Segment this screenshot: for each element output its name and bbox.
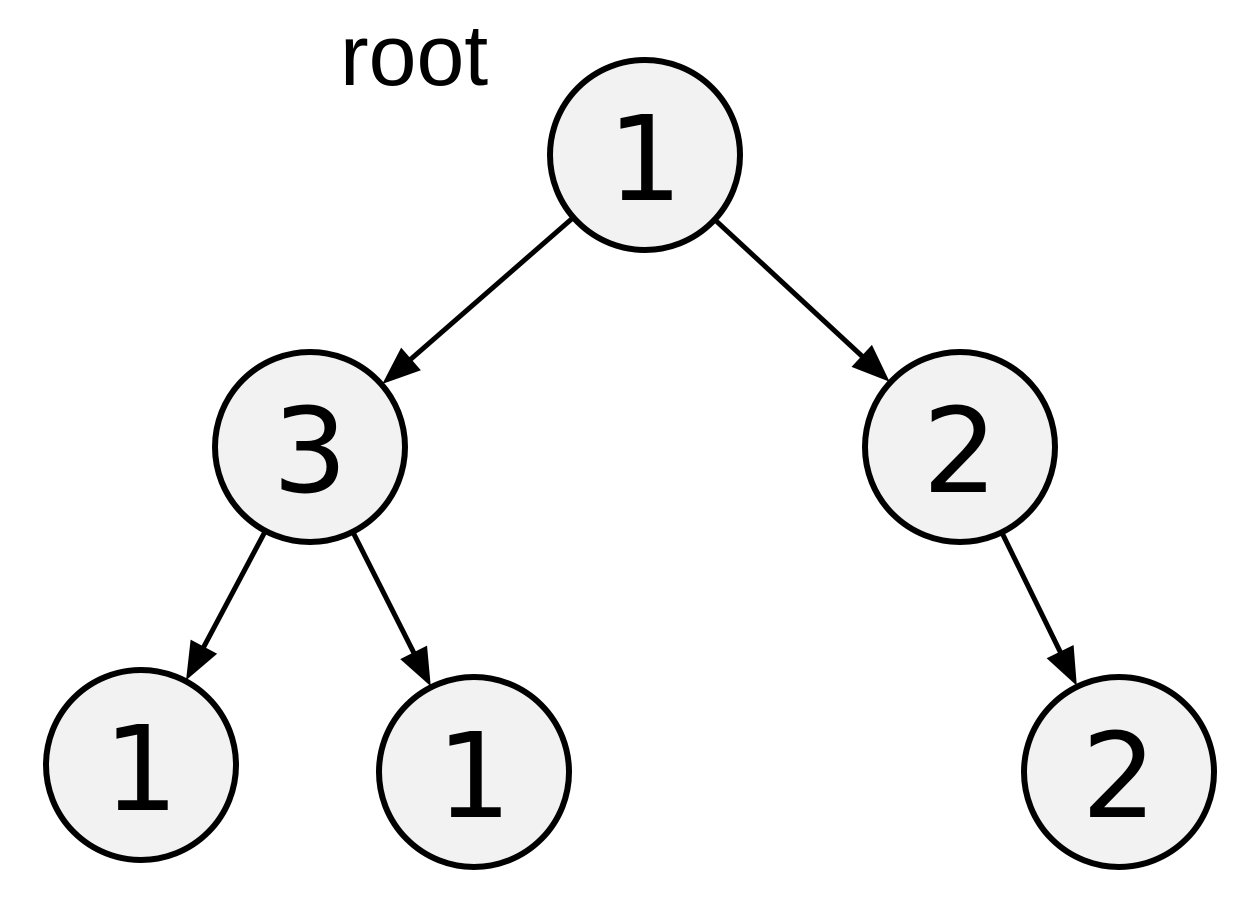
tree-node-n0: 1 [547, 57, 743, 253]
node-circle [1021, 674, 1217, 870]
node-value: 3 [272, 382, 347, 520]
edge-line [406, 216, 574, 364]
node-circle [376, 674, 572, 870]
tree-node-n4: 1 [376, 674, 572, 870]
edge-line [199, 531, 267, 652]
arrowhead [382, 347, 421, 384]
arrowhead [851, 344, 890, 382]
arrowhead [1046, 645, 1077, 686]
node-circle [212, 349, 408, 545]
edges-layer [186, 216, 1077, 687]
nodes-layer: 1 3 2 1 1 2 [43, 57, 1217, 870]
node-circle [862, 349, 1058, 545]
node-value: 1 [436, 707, 511, 845]
edge-n1-n3 [186, 531, 267, 681]
node-circle [43, 667, 239, 863]
tree-node-n1: 3 [212, 349, 408, 545]
edge-n0-n2 [714, 219, 890, 382]
node-value: 2 [1081, 707, 1156, 845]
edge-n1-n4 [351, 532, 431, 687]
tree-node-n3: 1 [43, 667, 239, 863]
node-circle [547, 57, 743, 253]
edge-line [714, 219, 867, 361]
tree-node-n5: 2 [1021, 674, 1217, 870]
edge-line [1000, 533, 1065, 657]
arrowhead [186, 639, 218, 681]
tree-node-n2: 2 [862, 349, 1058, 545]
node-value: 1 [607, 90, 682, 228]
edge-line [351, 532, 418, 658]
edge-n0-n1 [382, 216, 574, 384]
arrowhead [400, 645, 431, 687]
edge-n2-n5 [1000, 533, 1077, 686]
node-value: 2 [922, 382, 997, 520]
node-value: 1 [103, 700, 178, 838]
root-label: root [340, 8, 488, 104]
